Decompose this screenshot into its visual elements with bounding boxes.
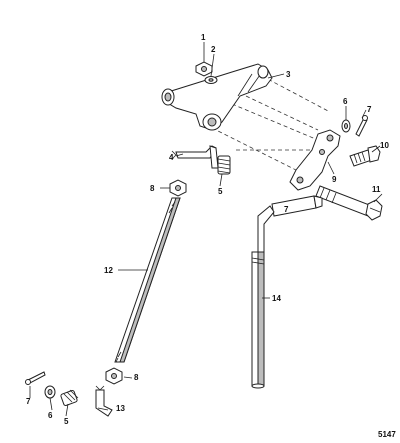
part-6-washer-upper <box>341 119 351 133</box>
callout-4: 4 <box>169 153 174 162</box>
callout-7-middle: 7 <box>284 205 289 214</box>
callout-7-upper: 7 <box>367 105 372 114</box>
part-4-bent-rod <box>171 145 219 169</box>
part-13-bent-rod-lower <box>95 385 113 417</box>
callout-13: 13 <box>116 404 125 413</box>
part-1-nut <box>195 61 213 77</box>
part-3-bellcrank-lever <box>161 63 273 131</box>
part-8-nut-upper <box>169 179 187 197</box>
part-12-long-rod <box>114 197 181 363</box>
leader-lines <box>29 42 383 417</box>
part-2-washer <box>204 76 218 84</box>
alignment-lines <box>211 75 331 173</box>
callout-12: 12 <box>104 266 113 275</box>
callout-6-lower: 6 <box>48 411 53 420</box>
callout-2: 2 <box>211 45 216 54</box>
callout-5-upper: 5 <box>218 187 223 196</box>
callout-8-lower: 8 <box>134 373 139 382</box>
part-10-pivot-bolt <box>349 145 381 167</box>
callout-7-lower: 7 <box>26 397 31 406</box>
callout-8-upper: 8 <box>150 184 155 193</box>
callout-14: 14 <box>272 294 281 303</box>
callout-11: 11 <box>372 185 381 194</box>
part-5-spring-upper <box>217 155 231 175</box>
part-7-cotter-pin-lower <box>25 371 46 385</box>
callout-10: 10 <box>380 141 389 150</box>
callout-3: 3 <box>286 70 291 79</box>
callout-5-lower: 5 <box>64 417 69 426</box>
callout-1: 1 <box>201 33 206 42</box>
part-7-cotter-pin-upper <box>355 115 368 137</box>
part-5-spring-lower <box>60 389 79 406</box>
callout-numbers: 1 2 3 4 5 6 7 8 9 10 11 7 12 14 8 7 6 5 … <box>26 33 389 426</box>
part-9-bracket <box>289 129 341 191</box>
part-6-washer-lower <box>44 385 56 399</box>
part-14-vertical-shaft <box>251 205 275 389</box>
callout-6-upper: 6 <box>343 97 348 106</box>
part-11-long-bolt <box>315 185 383 221</box>
part-8-nut-lower <box>105 367 123 385</box>
figure-reference-number: 5147 <box>378 430 396 439</box>
part-7-pin-middle <box>271 195 323 217</box>
callout-9: 9 <box>332 175 337 184</box>
